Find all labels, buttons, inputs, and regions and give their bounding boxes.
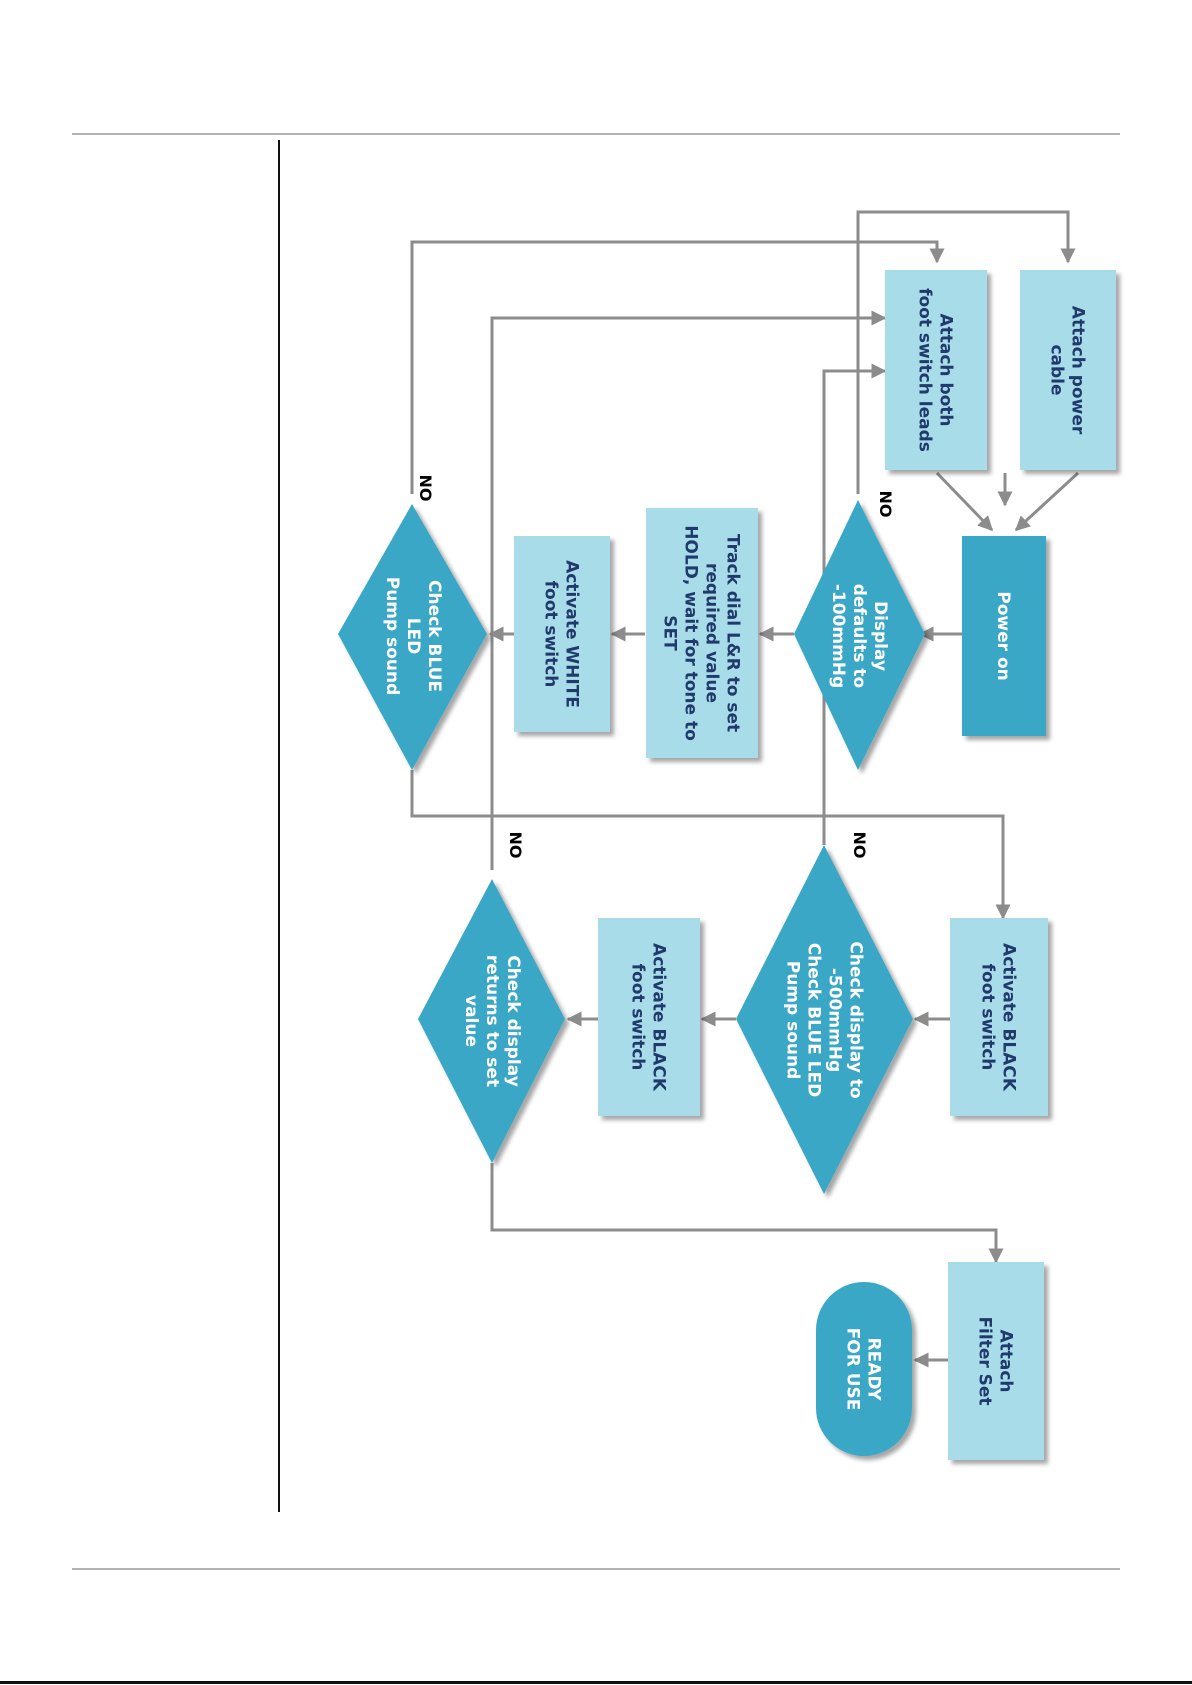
- track-dial-label: Track dial L&R to setrequired valueHOLD,…: [660, 525, 743, 741]
- node-label-line: LED: [403, 618, 423, 655]
- check-display-500-label: Check display to-500mmHgCheck BLUE LEDPu…: [783, 941, 866, 1098]
- node-label-line: Attach both: [936, 313, 956, 426]
- node-label-line: value: [461, 995, 481, 1047]
- node-label-line: Pump sound: [382, 577, 402, 696]
- node-label-line: Activate BLACK: [649, 943, 669, 1092]
- node-label-line: Attach: [996, 1329, 1016, 1392]
- node-label-line: -100mmHg: [828, 584, 848, 688]
- node-label-line: foot switch: [978, 964, 998, 1071]
- check-display-500-diamond: [736, 845, 913, 1194]
- header-rule: [72, 133, 1120, 135]
- node-label-line: foot switch leads: [915, 288, 935, 452]
- node-label-line: Attach power: [1068, 306, 1088, 435]
- activate-black-1-label: Activate BLACKfoot switch: [978, 943, 1019, 1092]
- no-label: NO: [506, 832, 525, 859]
- node-label-line: FOR USE: [843, 1328, 863, 1411]
- ready-for-use-label: READYFOR USE: [843, 1328, 884, 1411]
- no-label: NO: [416, 475, 435, 502]
- node-label-line: required value: [702, 563, 722, 703]
- node-label-line: cable: [1047, 344, 1067, 395]
- node-label-line: Check display: [503, 955, 523, 1087]
- page-bottom-rule: [0, 1681, 1192, 1684]
- node-label-line: Track dial L&R to set: [723, 534, 743, 732]
- activate-white-box: [514, 536, 610, 732]
- node-label-line: foot switch: [541, 581, 561, 688]
- node-label-line: returns to set: [482, 955, 502, 1087]
- node-label-line: Pump sound: [783, 961, 803, 1080]
- activate-black-1-box: [950, 918, 1048, 1116]
- connector: [410, 240, 945, 494]
- connector: [410, 770, 1011, 920]
- attach-filter-set-label: AttachFilter Set: [975, 1316, 1016, 1405]
- node-label-line: Check display to: [846, 941, 866, 1098]
- node-label-line: foot switch: [628, 964, 648, 1071]
- node-label-line: READY: [864, 1337, 884, 1401]
- check-returns-label: Check displayreturns to setvalue: [461, 955, 523, 1087]
- ready-for-use-terminator: [816, 1282, 912, 1456]
- activate-black-2-label: Activate BLACKfoot switch: [628, 943, 669, 1092]
- no-label: NO: [850, 832, 869, 859]
- nodes: [338, 270, 1116, 1460]
- no-labels: NO NO NO NO: [416, 475, 895, 859]
- node-label-line: HOLD, wait for tone to: [681, 525, 701, 741]
- no-label: NO: [876, 491, 895, 518]
- power-on-box: [962, 536, 1046, 736]
- attach-filter-set-box: [948, 1262, 1044, 1460]
- connector: [1014, 471, 1080, 532]
- connector: [935, 471, 994, 532]
- track-dial-box: [646, 508, 758, 758]
- display-defaults-diamond: [794, 500, 925, 770]
- node-label-line: defaults to: [849, 584, 869, 688]
- footer-rule: [72, 1568, 1120, 1570]
- margin-rule: [278, 140, 280, 1512]
- node-label-line: -500mmHg: [825, 968, 845, 1072]
- connectors: [410, 210, 1080, 1368]
- node-label-line: Check BLUE LED: [804, 943, 824, 1098]
- attach-power-cable-box: [1020, 270, 1116, 470]
- node-label-line: Filter Set: [975, 1316, 995, 1405]
- node-label-line: Activate WHITE: [562, 560, 582, 708]
- activate-white-label: Activate WHITEfoot switch: [541, 560, 582, 708]
- power-on-label: Power on: [993, 591, 1013, 680]
- attach-power-cable-label: Attach powercable: [1047, 306, 1088, 435]
- check-returns-diamond: [418, 879, 565, 1163]
- node-label-line: Power on: [993, 591, 1013, 680]
- labels: Attach powercable Attach bothfoot switch…: [382, 288, 1088, 1410]
- node-label-line: Display: [870, 601, 890, 671]
- check-blue-led-diamond: [338, 504, 487, 770]
- connector: [490, 1163, 1004, 1264]
- display-defaults-label: Displaydefaults to-100mmHg: [828, 584, 890, 688]
- attach-foot-switch-leads-label: Attach bothfoot switch leads: [915, 288, 956, 452]
- check-blue-led-label: Check BLUELEDPump sound: [382, 577, 444, 696]
- connector: [490, 310, 887, 870]
- connector: [856, 210, 1076, 494]
- node-label-line: SET: [660, 615, 680, 651]
- node-label-line: Check BLUE: [424, 580, 444, 692]
- attach-foot-switch-leads-box: [885, 270, 987, 470]
- node-label-line: Activate BLACK: [999, 943, 1019, 1092]
- activate-black-2-box: [598, 918, 700, 1116]
